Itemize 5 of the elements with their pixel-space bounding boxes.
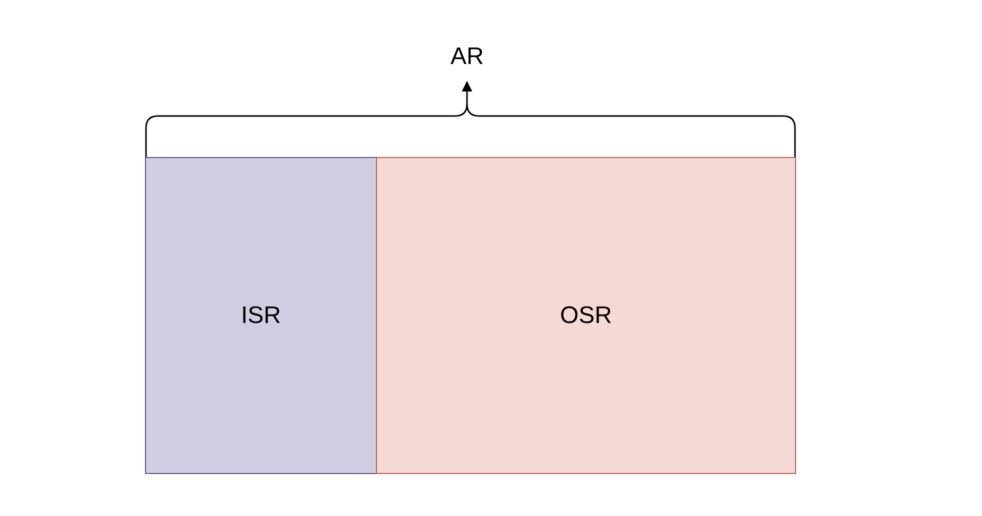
brace-label: AR: [450, 43, 484, 71]
isr-region: [145, 157, 377, 474]
region-label: ISR: [240, 302, 281, 330]
osr-region: [376, 157, 796, 474]
region-label: OSR: [560, 302, 612, 330]
